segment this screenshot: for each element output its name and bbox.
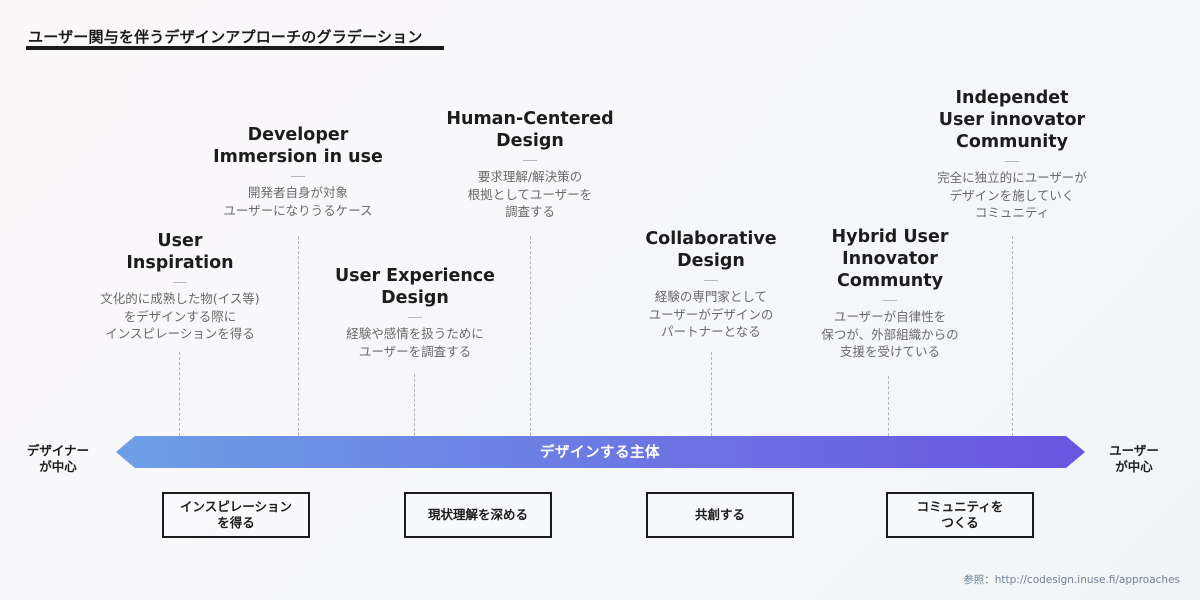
stage-collaborative-design: Collaborative Design 経験の専門家として ユーザーがデザイン…	[591, 228, 831, 341]
stage-independent-user-innovator-community: Independet User innovator Community 完全に独…	[892, 87, 1132, 222]
stage-separator	[408, 317, 422, 318]
stage-separator	[704, 280, 718, 281]
stage-title: Developer Immersion in use	[213, 125, 383, 167]
category-box-community: コミュニティを つくる	[886, 492, 1034, 538]
stage-description: 経験の専門家として ユーザーがデザインの パートナーとなる	[648, 289, 774, 339]
connector-line-1	[179, 352, 180, 436]
left-end-label: デザイナー が中心	[26, 443, 90, 474]
stage-description: 要求理解/解決策の 根拠としてユーザーを 調査する	[467, 169, 593, 219]
stage-user-inspiration: User Inspiration 文化的に成熟した物(イス等) をデザインする際…	[60, 230, 300, 343]
stage-user-experience-design: User Experience Design 経験や感情を扱うために ユーザーを…	[295, 265, 535, 360]
stage-separator	[883, 300, 897, 301]
stage-description: 経験や感情を扱うために ユーザーを調査する	[346, 326, 484, 359]
stage-title: Collaborative Design	[645, 229, 777, 271]
connector-line-2	[298, 236, 299, 436]
stage-hybrid-user-innovator-community: Hybrid User Innovator Communty ユーザーが自律性を…	[770, 226, 1010, 361]
title-underline	[26, 46, 444, 50]
category-box-understanding: 現状理解を深める	[404, 492, 552, 538]
stage-separator	[291, 176, 305, 177]
category-box-inspiration: インスピレーション を得る	[162, 492, 310, 538]
axis-label: デザインする主体	[540, 445, 660, 461]
diagram-title: ユーザー関与を伴うデザインアプローチのグラデーション	[28, 28, 423, 46]
stage-description: 開発者自身が対象 ユーザーになりうるケース	[223, 185, 373, 218]
stage-separator	[1005, 161, 1019, 162]
connector-line-7	[1012, 236, 1013, 436]
stage-description: 文化的に成熟した物(イス等) をデザインする際に インスピレーションを得る	[100, 291, 260, 341]
stage-developer-immersion: Developer Immersion in use 開発者自身が対象 ユーザー…	[178, 124, 418, 219]
connector-line-4	[530, 236, 531, 436]
stage-title: User Experience Design	[334, 266, 496, 308]
category-box-co-creation: 共創する	[646, 492, 794, 538]
stage-title: User Inspiration	[126, 231, 234, 273]
stage-human-centered-design: Human-Centered Design 要求理解/解決策の 根拠としてユーザ…	[410, 108, 650, 221]
stage-separator	[173, 282, 187, 283]
stage-title: Human-Centered Design	[446, 109, 614, 151]
connector-line-6	[888, 376, 889, 436]
stage-title: Independet User innovator Community	[938, 88, 1086, 152]
stage-description: ユーザーが自律性を 保つが、外部組織からの 支援を受けている	[821, 309, 959, 359]
right-end-label: ユーザー が中心	[1109, 443, 1159, 474]
stage-description: 完全に独立的にユーザーが デザインを施していく コミュニティ	[937, 170, 1087, 220]
connector-line-3	[414, 374, 415, 436]
connector-line-5	[711, 352, 712, 436]
stage-title: Hybrid User Innovator Communty	[831, 227, 949, 291]
reference-note: 参照：http://codesign.inuse.fi/approaches	[963, 574, 1180, 586]
arrow-shape	[116, 436, 1085, 468]
stage-separator	[523, 160, 537, 161]
